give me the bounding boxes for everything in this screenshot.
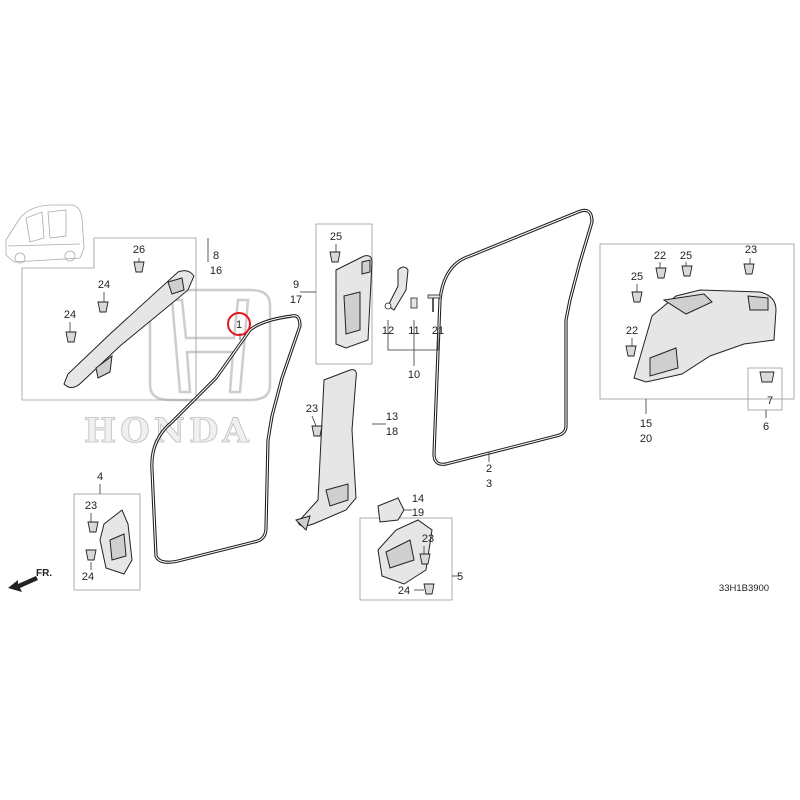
kick-panel <box>99 509 133 575</box>
callout-8[interactable]: 8 <box>213 250 219 262</box>
group-box-rear-side-lining <box>599 243 795 400</box>
front-door-weatherstrip <box>150 314 302 564</box>
watermark-text: HONDA <box>84 411 253 451</box>
callout-23-kick[interactable]: 23 <box>85 500 97 512</box>
callout-1[interactable]: 1 <box>236 319 242 331</box>
callout-17[interactable]: 17 <box>290 294 302 306</box>
callout-24-sill[interactable]: 24 <box>398 585 410 597</box>
callout-24-a-pillar-upper[interactable]: 24 <box>98 279 110 291</box>
callout-15[interactable]: 15 <box>640 418 652 430</box>
callout-21[interactable]: 21 <box>432 325 444 337</box>
callout-23-sill[interactable]: 23 <box>422 533 434 545</box>
callout-25-rear-top[interactable]: 25 <box>680 250 692 262</box>
front-indicator-label: FR. <box>36 568 52 579</box>
callout-26[interactable]: 26 <box>133 244 145 256</box>
callout-22-top[interactable]: 22 <box>654 250 666 262</box>
honda-watermark: HONDA <box>84 288 272 452</box>
callout-20[interactable]: 20 <box>640 433 652 445</box>
fastener-clips <box>65 251 775 595</box>
callout-5[interactable]: 5 <box>457 571 463 583</box>
callout-25-rear-left[interactable]: 25 <box>631 271 643 283</box>
callout-11[interactable]: 11 <box>408 325 419 337</box>
callout-25-b-pillar[interactable]: 25 <box>330 231 342 243</box>
group-box-kick-panel <box>73 493 141 591</box>
callout-16[interactable]: 16 <box>210 265 222 277</box>
callout-2[interactable]: 2 <box>486 463 492 475</box>
figure-code: 33H1B3900 <box>719 583 769 594</box>
callout-23-b-pillar[interactable]: 23 <box>306 403 318 415</box>
group-box-a-pillar <box>21 237 197 401</box>
group-box-clip-7 <box>747 367 783 411</box>
side-sill-trim <box>377 519 433 585</box>
rear-door-weatherstrip <box>432 208 594 466</box>
callout-24-a-pillar-lower[interactable]: 24 <box>64 309 76 321</box>
callout-23-rear[interactable]: 23 <box>745 244 757 256</box>
rear-side-lining <box>633 289 777 383</box>
callout-24-kick[interactable]: 24 <box>82 571 94 583</box>
callout-10[interactable]: 10 <box>408 369 420 381</box>
a-pillar-garnish <box>63 270 195 388</box>
callout-7[interactable]: 7 <box>767 395 773 407</box>
callout-14[interactable]: 14 <box>412 493 424 505</box>
vehicle-thumbnail <box>5 204 85 264</box>
b-pillar-lower-garnish <box>295 369 357 531</box>
callout-18[interactable]: 18 <box>386 426 398 438</box>
callout-9[interactable]: 9 <box>293 279 299 291</box>
callout-12[interactable]: 12 <box>382 325 394 337</box>
group-box-b-pillar-upper <box>315 223 373 365</box>
front-arrow: FR. <box>8 568 52 592</box>
callout-22-lower[interactable]: 22 <box>626 325 638 337</box>
callout-13[interactable]: 13 <box>386 411 398 423</box>
callout-labels: 1 2 3 4 5 6 7 8 9 10 11 12 13 14 15 16 1… <box>64 231 773 597</box>
side-cover-14 <box>377 497 405 523</box>
callout-4[interactable]: 4 <box>97 471 103 483</box>
highlight-ring <box>227 312 251 336</box>
callout-6[interactable]: 6 <box>763 421 769 433</box>
b-pillar-upper-garnish <box>335 255 373 349</box>
callout-3[interactable]: 3 <box>486 478 492 490</box>
callout-19[interactable]: 19 <box>412 507 424 519</box>
assist-grip <box>384 266 441 312</box>
group-box-b-pillar-lower <box>359 517 453 601</box>
